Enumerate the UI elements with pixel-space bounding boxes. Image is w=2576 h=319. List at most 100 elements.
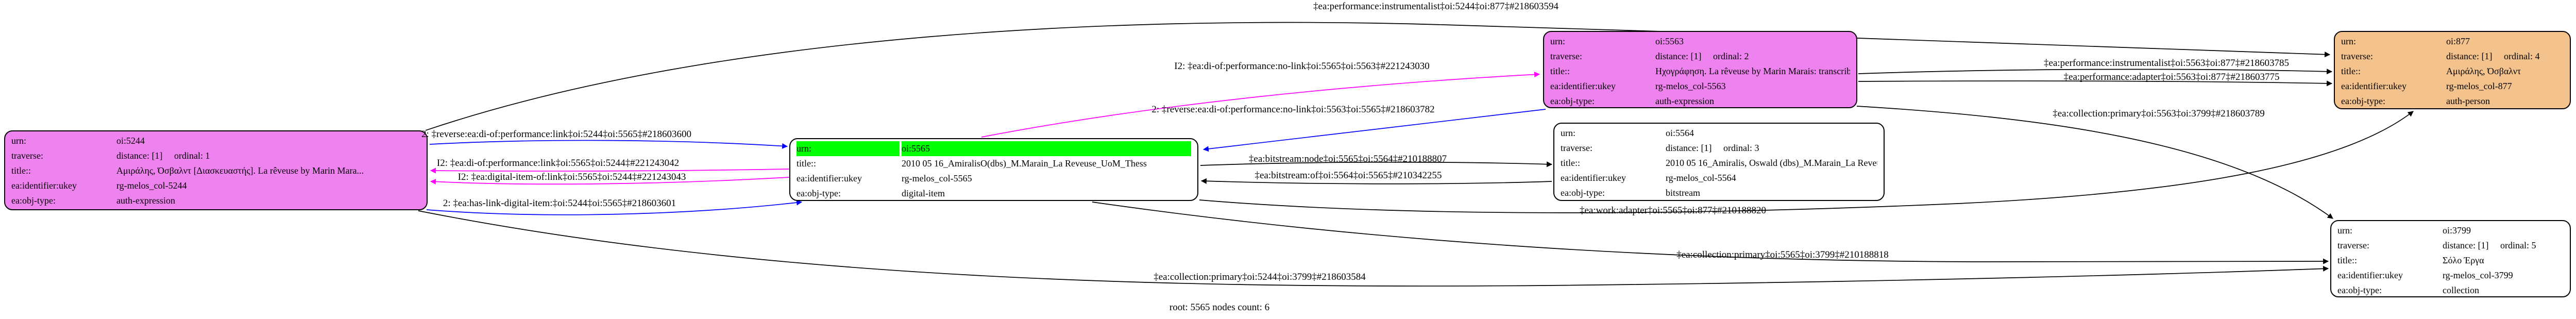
node-row: ea:identifier:ukey rg-melos_col-5244 [11,178,420,193]
node-oi-5565-root[interactable]: urn:oi:5565 title::2010 05 16_AmiralisO(… [789,138,1198,201]
row-value: auth-expression [116,195,175,206]
edge-label-performance-instrumentalist-5563-877: ‡ea:performance:instrumentalist‡oi:5563‡… [2044,58,2289,69]
edge-reverse-di-of-performance-link-5244-5565 [429,140,788,149]
row-key: traverse: [11,150,43,161]
row-key: title:: [1550,66,1570,76]
edge-collection-primary-5244-3799 [418,210,2329,287]
row-key: ea:identifier:ukey [796,173,862,183]
row-key: title:: [2341,66,2361,76]
edge-reverse-di-of-performance-no-link-5563-5565 [1202,109,1546,152]
edge-label-collection-primary-5565-3799: ‡ea:collection:primary‡oi:5565‡oi:3799‡#… [1676,249,1889,260]
row-key: urn: [1550,36,1565,46]
node-oi-5244[interactable]: urn:oi:5244 traverse:distance: [1] ordin… [4,130,428,210]
node-oi-5564[interactable]: urn: oi:5564 traverse: distance: [1] ordin… [1553,123,1885,201]
row-value: 2010 05 16_AmiralisO(dbs)_M.Marain_La Re… [902,158,1147,169]
node-oi-5563[interactable]: urn: oi:5563 traverse: distance: [1] ordin… [1543,31,1857,108]
edge-label-collection-primary-5244-3799: ‡ea:collection:primary‡oi:5244‡oi:3799‡#… [1154,272,1366,282]
row-key: ea:identifier:ukey [2337,270,2403,280]
edge-label-di-of-performance-link-5565-5244: I2: ‡ea:di-of:performance:link‡oi:5565‡o… [436,158,680,169]
row-value: distance: [1] ordinal: 5 [2443,240,2536,250]
row-value: collection [2443,285,2479,295]
node-row: traverse:distance: [1] ordinal: 4 [2341,49,2564,64]
row-key: ea:identifier:ukey [1550,81,1616,91]
node-row: title::Αμιράλης, Όσβαλντ [Διασκευαστής].… [11,163,420,178]
row-value: auth-expression [1655,96,1714,106]
row-value: 2010 05 16_Amiralis, Oswald (dbs)_M.Mara… [1666,158,1877,168]
edge-work-adapter-5565-877 [1199,111,2414,213]
row-key: ea:obj-type: [1550,96,1595,106]
node-row: ea:obj-type: digital-item [796,186,1191,200]
row-value: oi:5564 [1666,128,1694,138]
row-value: oi:5565 [902,141,1191,156]
node-oi-3799[interactable]: urn: oi:3799 traverse: distance: [1] ordin… [2330,220,2571,297]
node-row: urn: oi:5563 [1550,34,1850,49]
row-key: traverse: [1561,143,1592,153]
node-row: title::2010 05 16_Amiralis, Oswald (dbs)… [1561,156,1877,171]
row-key: title:: [1561,158,1580,168]
edge-bitstream-node-5565-5564 [1200,161,1553,167]
edge-collection-primary-5563-3799 [1856,106,2333,219]
node-row: traverse:distance: [1] ordinal: 1 [11,148,420,163]
node-row: traverse: distance: [1] ordinal: 2 [1550,49,1850,64]
node-row: urn: oi:5564 [1561,126,1877,141]
row-key: urn: [11,136,26,146]
row-key: ea:obj-type: [796,188,841,198]
row-key: urn: [2337,225,2352,236]
root-caption: root: 5565 nodes count: 6 [1169,302,1270,313]
node-row: title::Σόλο Έργα [2337,253,2564,268]
node-row: traverse: distance: [1] ordinal: 3 [1561,141,1877,156]
row-key: ea:obj-type: [1561,188,1605,198]
row-value: rg-melos_col-5244 [116,180,187,191]
node-row: title::Ηχογράφηση. La rêveuse by Marin M… [1550,64,1850,79]
row-value: bitstream [1666,188,1700,198]
row-key: urn: [2341,36,2356,46]
node-row: ea:obj-type:auth-expression [11,193,420,208]
edge-has-link-digital-item-5244-5565 [426,199,803,215]
node-row: ea:identifier:ukey rg-melos_col-3799 [2337,268,2564,283]
edge-performance-instrumentalist-5563-877 [1858,69,2333,75]
row-value: Ηχογράφηση. La rêveuse by Marin Marais: … [1655,66,1850,76]
node-oi-877[interactable]: urn:oi:877 traverse:distance: [1] ordina… [2334,31,2571,109]
edge-label-di-of-performance-no-link-5565-5563: I2: ‡ea:di-of:performance:no-link‡oi:556… [1174,61,1430,72]
edge-label-collection-primary-5563-3799: ‡ea:collection:primary‡oi:5563‡oi:3799‡#… [2053,108,2265,119]
row-key: urn: [1561,128,1575,138]
row-value: rg-melos_col-5564 [1666,173,1736,183]
node-row: ea:obj-type: bitstream [1561,186,1877,200]
row-value: distance: [1] ordinal: 2 [1655,51,1749,61]
row-key: traverse: [1550,51,1582,61]
row-value: rg-melos_col-5565 [902,173,972,183]
edge-label-reverse-di-of-performance-no-link-5563-5565: 2: ‡reverse:ea:di-of:performance:no-link… [1151,104,1435,115]
node-row: title::2010 05 16_AmiralisO(dbs)_M.Marai… [796,156,1191,171]
edge-label-performance-instrumentalist-5244-877: ‡ea:performance:instrumentalist‡oi:5244‡… [1313,1,1558,12]
edge-digital-item-of-link-5565-5244 [430,177,790,185]
row-key: ea:identifier:ukey [11,180,77,191]
row-value: digital-item [902,188,945,198]
edge-label-bitstream-node-5565-5564: ‡ea:bitstream:node‡oi:5565‡oi:5564‡#2101… [1248,154,1447,164]
row-value: rg-melos_col-3799 [2443,270,2513,280]
node-row: ea:identifier:ukey rg-melos_col-877 [2341,79,2564,94]
node-row: title::Αμιράλης, Όσβαλντ [2341,64,2564,79]
row-value: oi:3799 [2443,225,2471,236]
row-key: title:: [2337,255,2357,265]
node-row: ea:obj-type:collection [2337,283,2564,296]
edge-label-bitstream-of-5564-5565: ‡ea:bitstream:of‡oi:5564‡oi:5565‡#210342… [1255,170,1442,181]
row-key: title:: [11,165,31,176]
row-key: ea:identifier:ukey [2341,81,2406,91]
edge-performance-adapter-5563-877 [1858,80,2333,87]
row-key: traverse: [2341,51,2373,61]
node-row: urn: oi:3799 [2337,223,2564,238]
row-key: title:: [796,158,816,169]
node-row: urn:oi:5244 [11,133,420,148]
edge-di-of-performance-no-link-5565-5563 [981,72,1540,138]
row-key: traverse: [2337,240,2369,250]
edge-label-performance-adapter-5563-877: ‡ea:performance:adapter‡oi:5563‡oi:877‡#… [2063,72,2280,82]
row-value: auth-person [2446,96,2490,106]
row-value: rg-melos_col-877 [2446,81,2512,91]
row-value: oi:5563 [1655,36,1684,46]
row-value: distance: [1] ordinal: 3 [1666,143,1759,153]
edge-bitstream-of-5564-5565 [1200,178,1552,184]
node-row: traverse: distance: [1] ordinal: 5 [2337,238,2564,253]
